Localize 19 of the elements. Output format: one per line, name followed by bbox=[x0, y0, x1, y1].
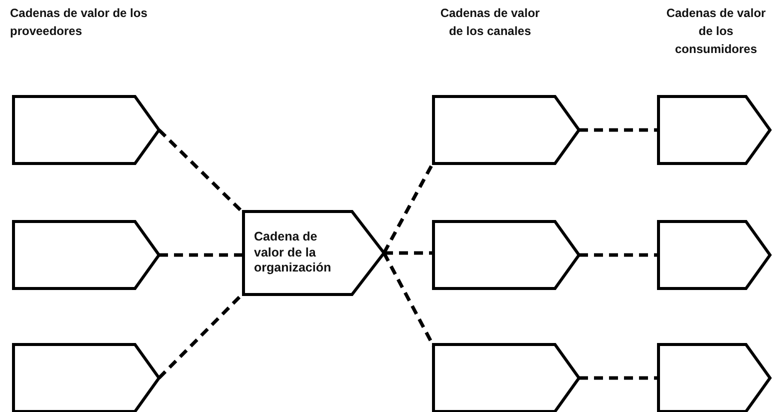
dashed-connector bbox=[159, 253, 244, 257]
column-heading: Cadenas de valor de los proveedores bbox=[10, 5, 148, 40]
value-chain-pentagon bbox=[242, 210, 385, 296]
value-chain-pentagon bbox=[657, 220, 771, 290]
value-chain-pentagon bbox=[12, 220, 160, 290]
dashed-connector bbox=[384, 251, 434, 255]
value-chain-pentagon bbox=[432, 95, 580, 165]
dashed-connector bbox=[579, 253, 658, 257]
value-chain-pentagon bbox=[657, 343, 771, 412]
value-chain-pentagon bbox=[432, 343, 580, 412]
column-heading: Cadenas de valor de los consumidores bbox=[665, 5, 767, 58]
value-chain-pentagon bbox=[657, 95, 771, 165]
dashed-connector bbox=[579, 376, 658, 380]
value-chain-pentagon bbox=[12, 95, 160, 165]
value-chain-pentagon bbox=[432, 220, 580, 290]
node-text: Cadena de valor de la organización bbox=[254, 230, 332, 276]
dashed-connector bbox=[579, 128, 658, 132]
column-heading: Cadenas de valor de los canales bbox=[440, 5, 540, 40]
value-chain-pentagon bbox=[12, 343, 160, 412]
